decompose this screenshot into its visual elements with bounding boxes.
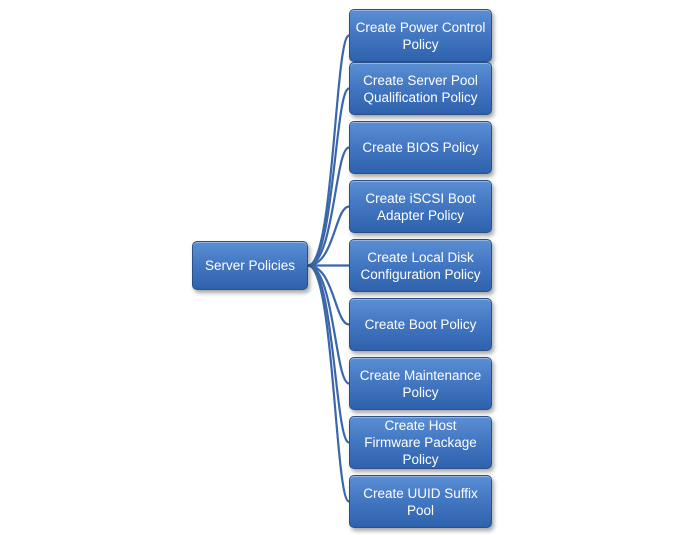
child-node-label: Create Maintenance Policy bbox=[359, 367, 482, 400]
connector-line-2 bbox=[307, 146, 350, 267]
child-node-label: Create Boot Policy bbox=[364, 317, 477, 332]
child-node-maintenance-policy[interactable]: Create Maintenance Policy bbox=[349, 357, 492, 410]
child-node-local-disk-configuration-policy[interactable]: Create Local Disk Configuration Policy bbox=[349, 239, 492, 292]
child-node-label: Create Host Firmware Package Policy bbox=[364, 418, 477, 467]
child-node-label: Create BIOS Policy bbox=[362, 140, 479, 155]
child-node-boot-policy[interactable]: Create Boot Policy bbox=[349, 298, 492, 351]
child-node-server-pool-qualification-policy[interactable]: Create Server Pool Qualification Policy bbox=[349, 62, 492, 115]
child-node-label: Create Power Control Policy bbox=[355, 19, 486, 52]
child-node-iscsi-boot-adapter-policy[interactable]: Create iSCSI Boot Adapter Policy bbox=[349, 180, 492, 233]
child-node-label: Create Server Pool Qualification Policy bbox=[363, 72, 478, 105]
root-node-server-policies[interactable]: Server Policies bbox=[192, 241, 308, 290]
child-node-uuid-suffix-pool[interactable]: Create UUID Suffix Pool bbox=[349, 475, 492, 528]
connector-line-5 bbox=[307, 264, 350, 326]
child-node-host-firmware-package-policy[interactable]: Create Host Firmware Package Policy bbox=[349, 416, 492, 469]
connector-line-8 bbox=[307, 264, 351, 503]
root-node-label: Server Policies bbox=[204, 258, 296, 273]
child-node-label: Create UUID Suffix Pool bbox=[363, 485, 478, 518]
connector-line-1 bbox=[307, 87, 351, 267]
child-node-bios-policy[interactable]: Create BIOS Policy bbox=[349, 121, 492, 174]
connector-line-0 bbox=[307, 34, 351, 267]
connector-line-3 bbox=[307, 205, 350, 267]
child-node-label: Create Local Disk Configuration Policy bbox=[360, 249, 481, 282]
connector-line-7 bbox=[307, 264, 351, 444]
child-node-power-control-policy[interactable]: Create Power Control Policy bbox=[349, 9, 492, 62]
child-node-label: Create iSCSI Boot Adapter Policy bbox=[365, 190, 476, 223]
